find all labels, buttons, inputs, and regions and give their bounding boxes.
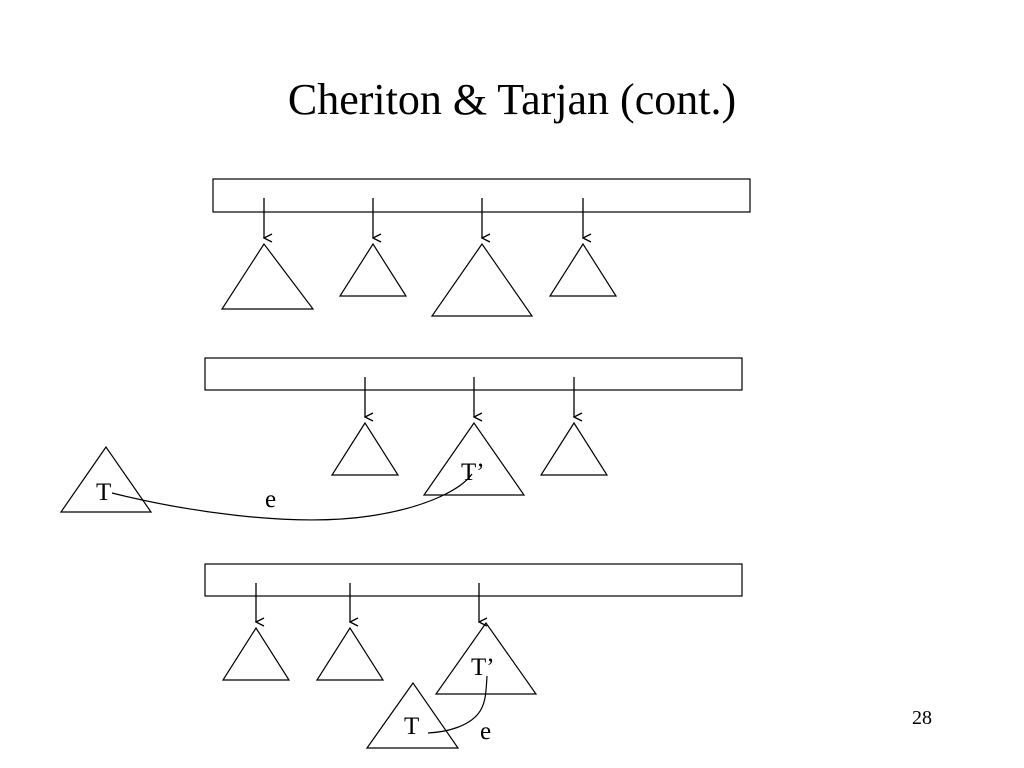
tree-triangle bbox=[430, 242, 534, 317]
queue-bar-3 bbox=[204, 563, 743, 597]
edge-e-label: e bbox=[265, 486, 276, 513]
tree-triangle bbox=[330, 421, 400, 476]
page-number: 28 bbox=[912, 707, 932, 729]
tree-triangle bbox=[315, 626, 385, 681]
stage-2: T T’ e bbox=[59, 357, 743, 521]
tree-triangle bbox=[220, 242, 315, 310]
edge-e-curve bbox=[427, 675, 488, 734]
tree-t-triangle bbox=[365, 681, 460, 749]
slide-title: Cheriton & Tarjan (cont.) bbox=[287, 75, 737, 124]
tree-t-prime-triangle bbox=[422, 421, 526, 496]
tree-triangle bbox=[221, 626, 291, 681]
tree-triangle bbox=[539, 421, 609, 476]
stage-3: T’ T e bbox=[204, 563, 743, 749]
tree-t-triangle bbox=[59, 445, 153, 513]
tree-t-prime-label: T’ bbox=[461, 459, 485, 486]
tree-t-label: T bbox=[404, 713, 419, 740]
edge-e-curve bbox=[111, 473, 473, 521]
tree-t-prime-label: T’ bbox=[471, 654, 495, 681]
tree-triangle bbox=[338, 242, 408, 297]
stage-1 bbox=[212, 178, 751, 317]
tree-triangle bbox=[548, 242, 618, 297]
edge-e-label: e bbox=[480, 718, 491, 745]
tree-t-label: T bbox=[96, 479, 111, 506]
